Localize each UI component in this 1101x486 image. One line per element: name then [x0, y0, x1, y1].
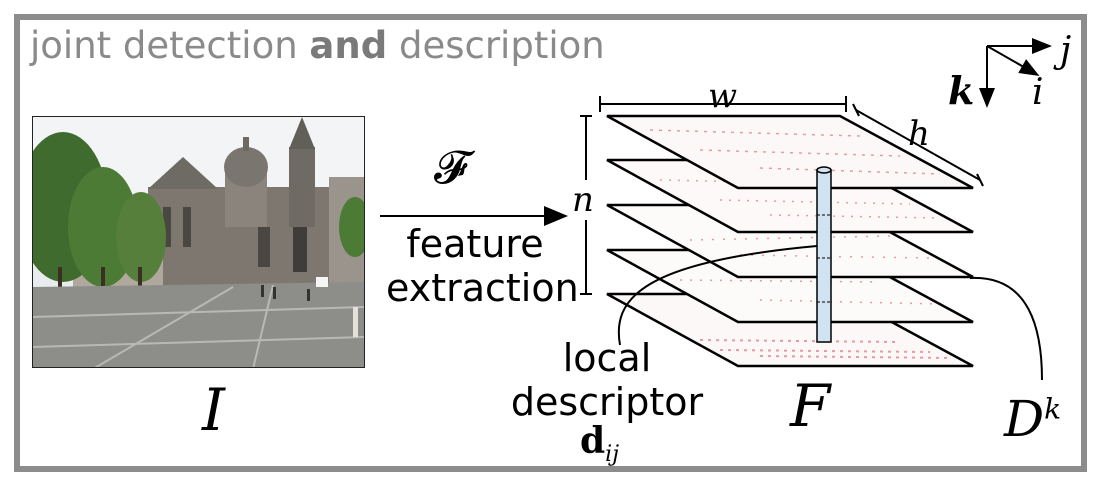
title-bold-word: and — [309, 24, 388, 67]
axes-icon — [979, 38, 1052, 108]
descriptor-symbol-base: d — [580, 420, 606, 462]
detection-symbol: Dk — [1004, 390, 1061, 448]
feature-extraction-caption: feature extraction — [386, 222, 579, 310]
height-label: h — [908, 114, 930, 154]
detection-symbol-base: D — [1004, 390, 1045, 448]
detection-leader-line — [969, 276, 1043, 381]
descriptor-leader-line — [617, 245, 818, 346]
input-photo — [32, 116, 365, 368]
width-label: w — [708, 76, 738, 116]
feature-map-symbol: F — [790, 372, 831, 440]
axis-k-label: k — [948, 68, 975, 113]
descriptor-line-descriptor: descriptor — [510, 380, 704, 424]
descriptor-symbol: dij — [580, 420, 619, 467]
descriptor-line-local: local — [562, 336, 652, 380]
height-dimension — [852, 103, 984, 187]
input-image-symbol: I — [202, 376, 225, 444]
axis-i-label: i — [1032, 72, 1044, 113]
descriptor-symbol-subscript: ij — [605, 442, 620, 468]
caption-line-feature: feature — [406, 222, 544, 266]
caption-line-extraction: extraction — [386, 266, 579, 310]
figure-title: joint detection and description — [30, 24, 605, 67]
title-suffix: description — [387, 24, 605, 67]
title-prefix: joint detection — [30, 24, 310, 67]
axis-j-label: j — [1060, 30, 1072, 71]
cathedral-photo-illustration — [33, 117, 364, 367]
feature-plane-1 — [606, 114, 974, 190]
local-descriptor-caption: local descriptor — [492, 336, 722, 424]
feature-extractor-symbol: 𝓕 — [434, 140, 468, 194]
width-dimension — [599, 96, 847, 112]
detection-symbol-superscript: k — [1044, 392, 1062, 426]
channels-label: n — [570, 180, 596, 220]
descriptor-column — [816, 166, 832, 343]
